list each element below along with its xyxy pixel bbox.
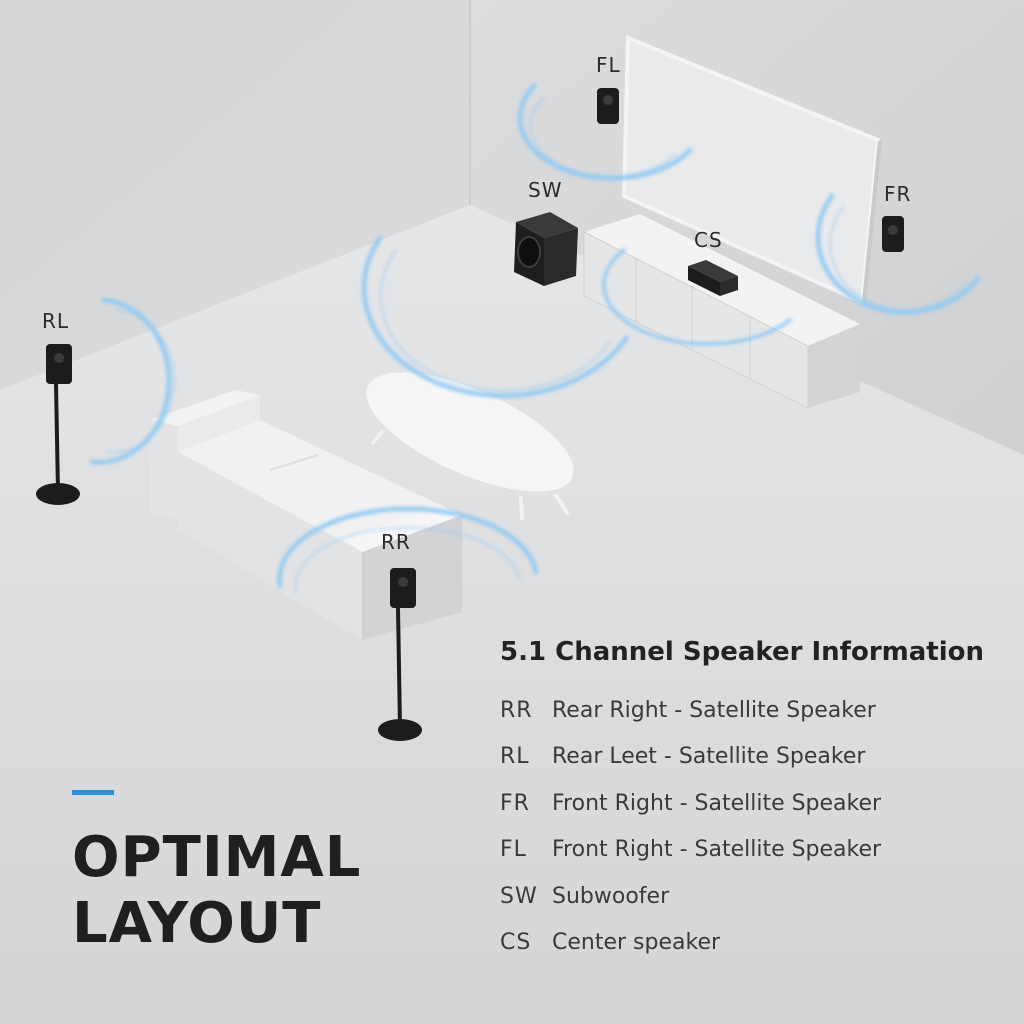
speaker-description: Front Right - Satellite Speaker [552, 790, 882, 816]
speaker-info-row: SW Subwoofer [500, 873, 984, 920]
speaker-description: Subwoofer [552, 883, 670, 909]
speaker-code: SW [500, 883, 538, 909]
speaker-info-row: FL Front Right - Satellite Speaker [500, 827, 984, 874]
speaker-code: FR [500, 790, 530, 816]
headline-line-1: OPTIMAL [72, 825, 362, 890]
coffee-table [366, 372, 574, 521]
speaker-info-row: RR Rear Right - Satellite Speaker [500, 687, 984, 734]
speaker-description: Rear Right - Satellite Speaker [552, 697, 876, 723]
speaker-code: RR [500, 697, 533, 723]
speaker-code: RL [500, 744, 530, 770]
speaker-info-row: CS Center speaker [500, 920, 984, 967]
callout-fl: FL [596, 53, 621, 77]
rear-left-speaker [36, 344, 80, 505]
callout-fr: FR [884, 182, 912, 206]
center-speaker [688, 260, 738, 296]
sofa [150, 390, 462, 640]
headline-line-2: LAYOUT [72, 891, 322, 956]
speaker-info-row: FR Front Right - Satellite Speaker [500, 780, 984, 827]
callout-rr: RR [381, 530, 411, 554]
speaker-description: Front Right - Satellite Speaker [552, 837, 882, 863]
speaker-info-row: RL Rear Leet - Satellite Speaker [500, 734, 984, 781]
accent-bar [72, 790, 114, 795]
speaker-info-title: 5.1 Channel Speaker Information [500, 637, 985, 667]
subwoofer-speaker [514, 212, 578, 286]
rear-right-speaker [378, 568, 422, 741]
speaker-description: Center speaker [552, 930, 721, 956]
front-right-speaker [882, 216, 904, 252]
speaker-code: CS [500, 930, 532, 956]
headline: OPTIMAL LAYOUT [72, 790, 361, 957]
callout-sw: SW [528, 178, 563, 202]
sound-waves [89, 83, 981, 593]
speaker-description: Rear Leet - Satellite Speaker [552, 744, 866, 770]
callout-rl: RL [42, 309, 70, 333]
front-left-speaker [597, 88, 619, 124]
callout-cs: CS [694, 228, 723, 252]
speaker-info-panel: 5.1 Channel Speaker Information RR Rear … [500, 637, 984, 966]
speaker-code: FL [500, 837, 527, 863]
